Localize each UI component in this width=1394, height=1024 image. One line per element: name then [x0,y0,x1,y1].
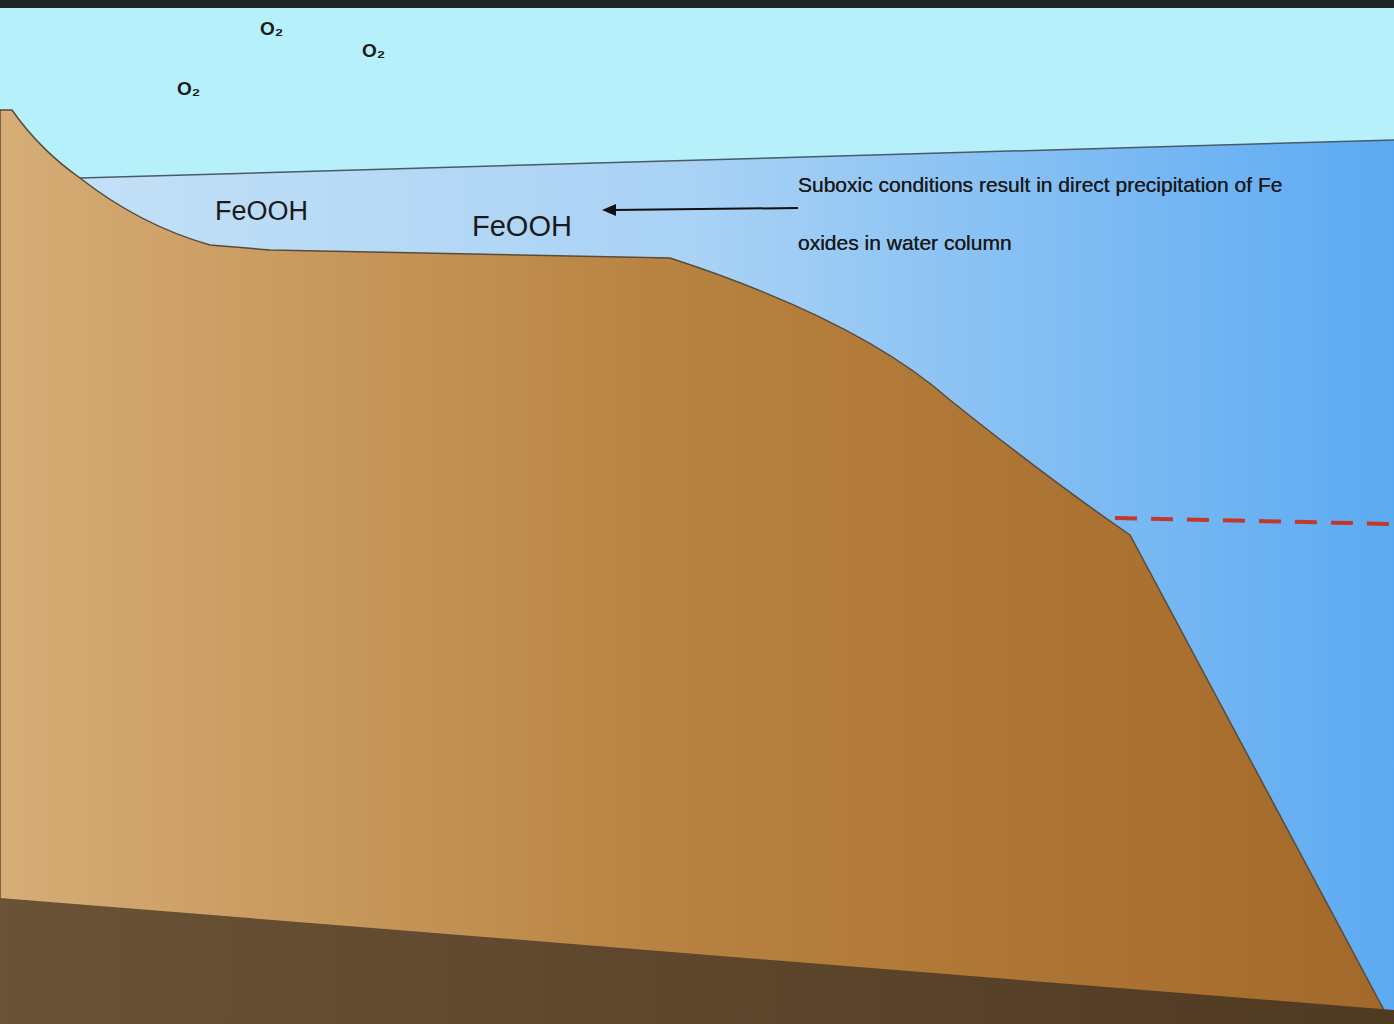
arrow-head [602,204,616,216]
oxygen-label: O₂ [362,40,385,62]
mineral-label: FeOOH [472,210,572,243]
water-boundary [80,140,1394,178]
redox-boundary [1115,518,1394,524]
basement-rock [0,898,1394,1024]
frame-edge [0,0,1394,8]
leader-arrow [614,208,798,210]
continental-shelf [0,110,1385,1024]
oxygen-label: O₂ [260,18,283,40]
oxygen-label: O₂ [177,78,200,100]
mineral-label: FeOOH [215,196,308,227]
callout-note: Suboxic conditions result in direct prec… [798,156,1323,272]
